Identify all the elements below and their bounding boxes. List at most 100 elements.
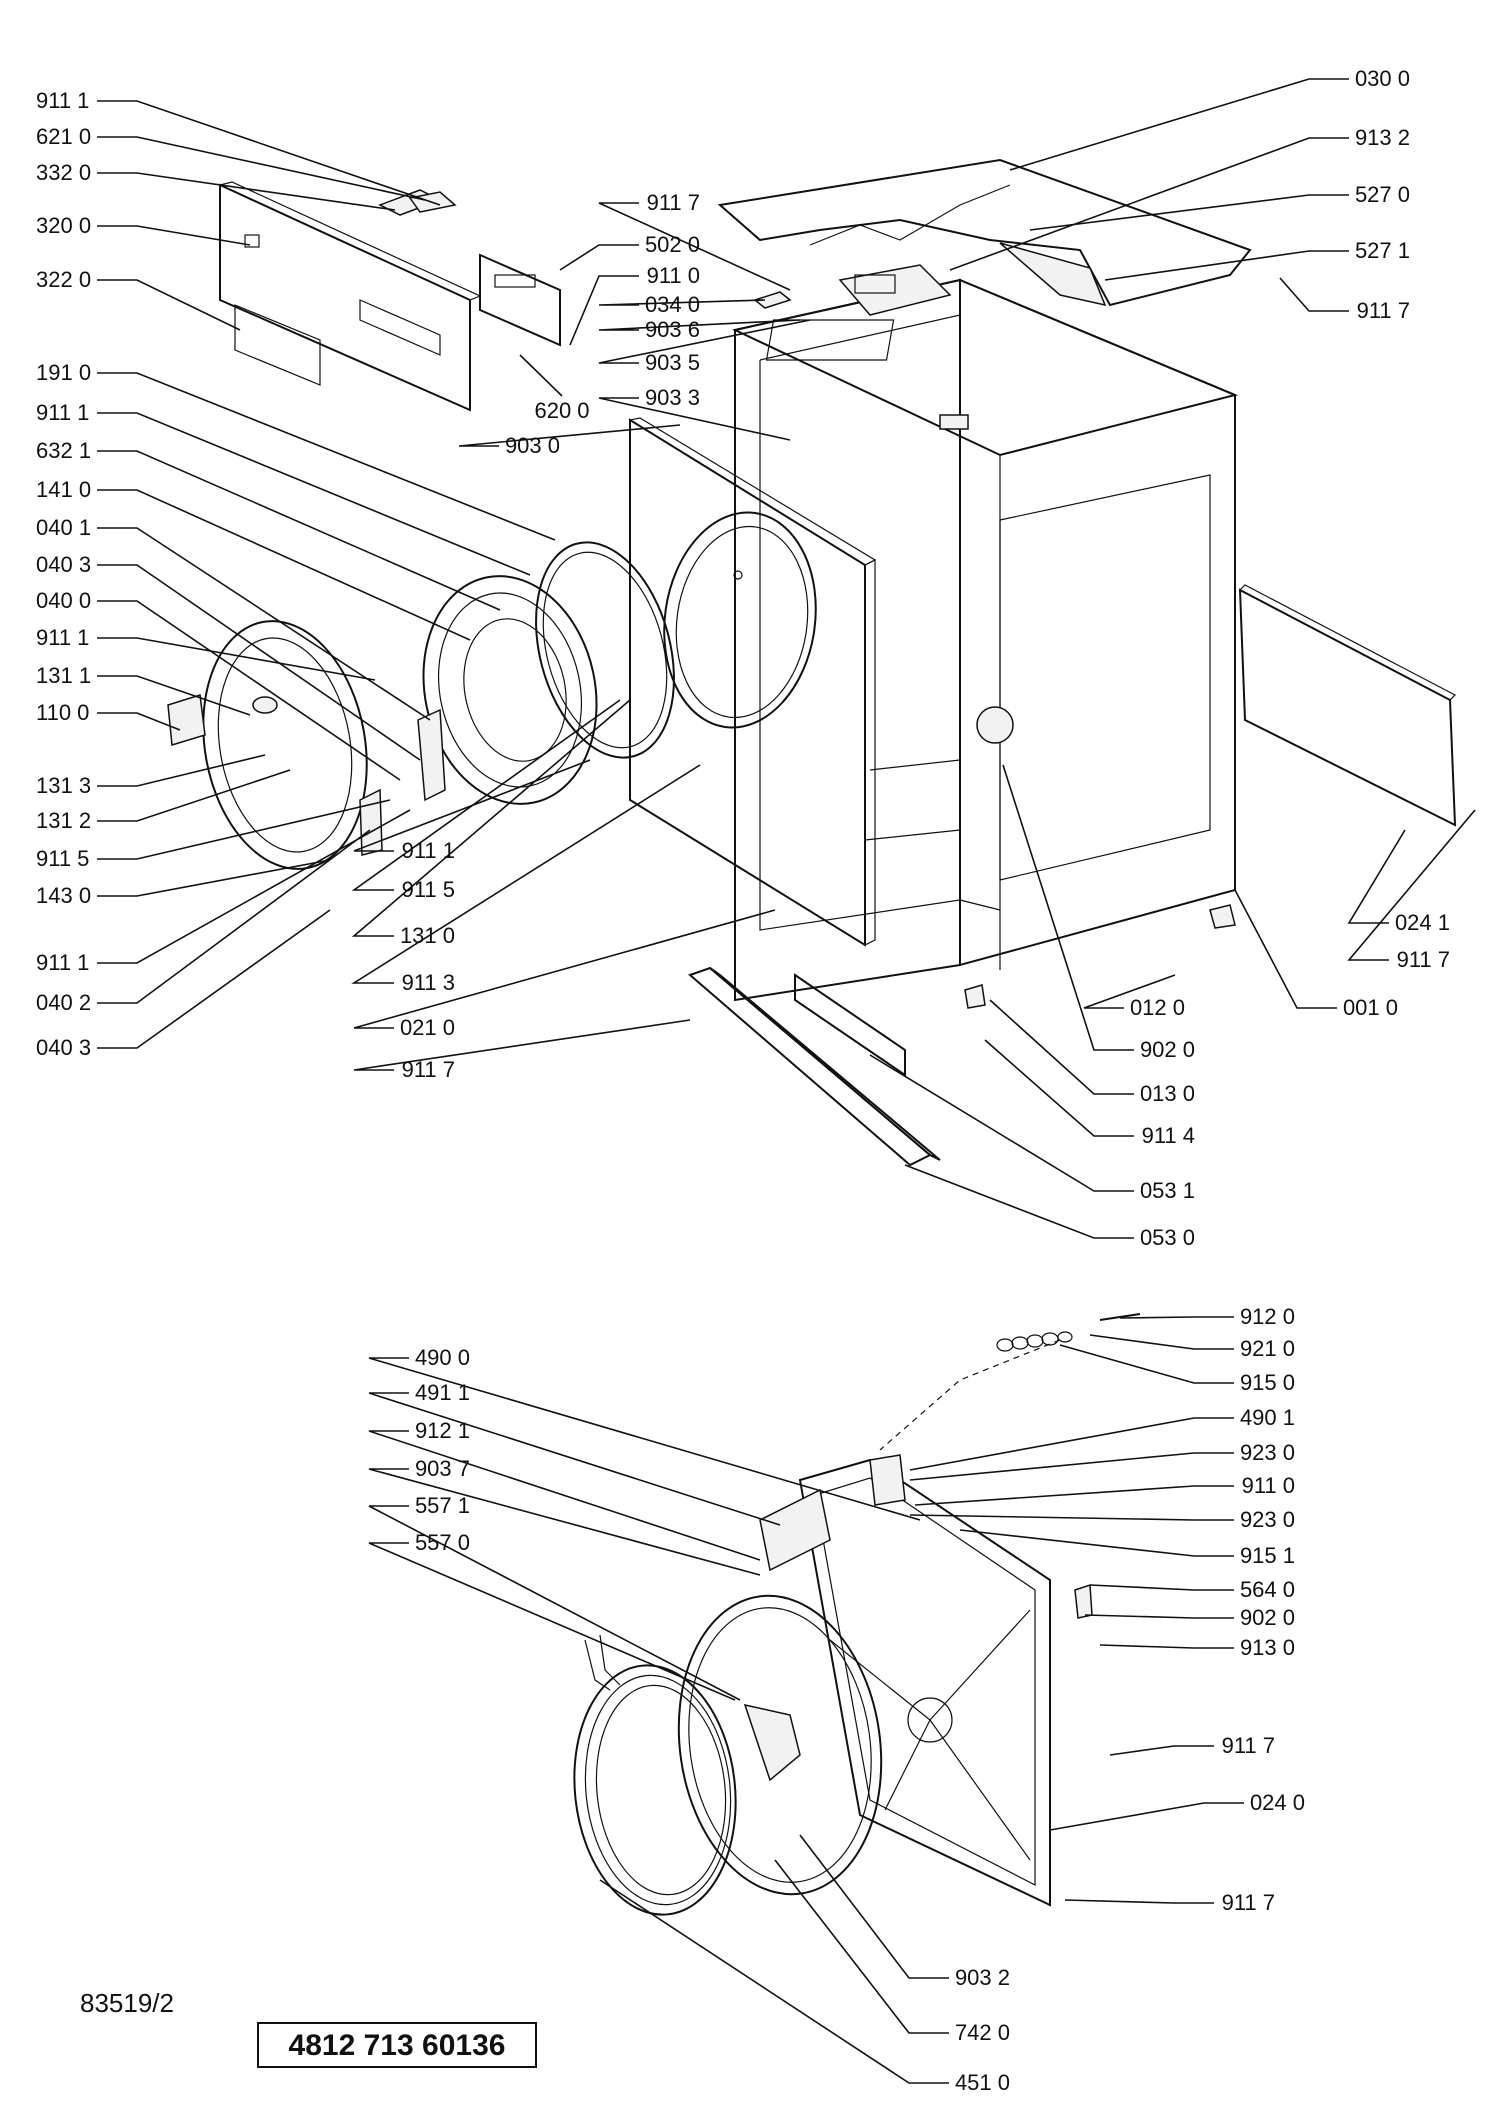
top-label-43: 911 7 — [1397, 947, 1450, 972]
bottom-leader-4 — [368, 1505, 741, 1701]
top-label-22: 911 1 — [402, 838, 455, 863]
top-label-49: 053 1 — [1140, 1178, 1195, 1203]
top-label-20: 040 2 — [36, 990, 91, 1015]
top-label-28: 911 7 — [647, 190, 700, 215]
top-label-50: 053 0 — [1140, 1225, 1195, 1250]
rear-bulkhead — [798, 1458, 1051, 1907]
bottom-label-14: 564 0 — [1240, 1577, 1295, 1602]
top-label-41: 911 7 — [1357, 298, 1410, 323]
door-handle — [167, 694, 278, 746]
top-label-23: 911 5 — [402, 877, 455, 902]
bottom-label-8: 915 0 — [1240, 1370, 1295, 1395]
duct-bracket — [759, 1454, 906, 1572]
bottom-leader-18 — [1049, 1802, 1244, 1831]
bottom-label-9: 490 1 — [1240, 1405, 1295, 1430]
top-label-4: 322 0 — [36, 267, 91, 292]
top-leader-13 — [97, 675, 251, 716]
top-leader-8 — [97, 489, 471, 641]
top-label-5: 191 0 — [36, 360, 91, 385]
top-leader-44 — [1234, 889, 1337, 1009]
top-leader-28 — [598, 202, 791, 291]
top-leader-36 — [458, 424, 681, 447]
top-label-3: 320 0 — [36, 213, 91, 238]
control-board — [753, 264, 952, 316]
top-label-48: 911 4 — [1142, 1123, 1195, 1148]
top-label-27: 911 7 — [402, 1057, 455, 1082]
top-label-19: 911 1 — [36, 950, 89, 975]
bottom-label-20: 903 2 — [955, 1965, 1010, 1990]
top-leader-14 — [97, 712, 181, 731]
bottom-label-18: 024 0 — [1250, 1790, 1305, 1815]
top-lid — [717, 158, 1252, 307]
top-leader-0 — [97, 100, 441, 206]
rear-vent-panel — [1238, 584, 1457, 827]
bottom-label-13: 915 1 — [1240, 1543, 1295, 1568]
bottom-label-5: 557 0 — [415, 1530, 470, 1555]
top-leader-26 — [353, 909, 776, 1029]
bottom-label-0: 490 0 — [415, 1345, 470, 1370]
top-leader-40 — [1104, 250, 1349, 281]
bottom-leader-12 — [909, 1514, 1234, 1521]
bottom-leader-22 — [599, 1879, 949, 2084]
top-label-0: 911 1 — [36, 88, 89, 113]
bottom-label-17: 911 7 — [1222, 1733, 1275, 1758]
top-leader-33 — [598, 319, 811, 364]
door-seal-ring — [535, 541, 675, 759]
top-leader-11 — [97, 600, 401, 781]
top-leader-6 — [97, 412, 531, 576]
top-label-26: 021 0 — [400, 1015, 455, 1040]
bottom-label-21: 742 0 — [955, 2020, 1010, 2045]
top-leader-38 — [949, 137, 1349, 271]
top-label-17: 911 5 — [36, 846, 89, 871]
top-label-40: 527 1 — [1355, 238, 1410, 263]
top-label-33: 903 5 — [645, 350, 700, 375]
top-leader-21 — [97, 909, 331, 1049]
bottom-leader-11 — [914, 1485, 1234, 1506]
part-number: 4812 713 60136 — [289, 2029, 506, 2062]
bottom-leader-10 — [909, 1452, 1234, 1481]
bottom-label-22: 451 0 — [955, 2070, 1010, 2095]
bottom-leader-3 — [368, 1468, 761, 1576]
bottom-leader-15 — [1084, 1614, 1234, 1619]
top-leader-25 — [351, 764, 701, 984]
top-label-47: 013 0 — [1140, 1081, 1195, 1106]
top-label-46: 902 0 — [1140, 1037, 1195, 1062]
bottom-leader-7 — [1089, 1334, 1234, 1350]
front-panel — [628, 417, 877, 947]
filter-grille — [794, 973, 906, 1077]
hinge-bracket — [1074, 1583, 1093, 1619]
bottom-leader-8 — [1059, 1344, 1234, 1384]
top-label-37: 030 0 — [1355, 66, 1410, 91]
top-label-42: 024 1 — [1395, 910, 1450, 935]
top-label-44: 001 0 — [1343, 995, 1398, 1020]
bottom-leader-2 — [368, 1430, 761, 1561]
bottom-leader-0 — [368, 1357, 921, 1521]
bottom-leader-13 — [959, 1529, 1234, 1557]
bottom-label-10: 923 0 — [1240, 1440, 1295, 1465]
top-label-14: 110 0 — [36, 700, 89, 725]
top-label-31: 034 0 — [645, 292, 700, 317]
drawing-reference: 83519/2 — [80, 1988, 174, 2018]
control-pcb — [479, 253, 561, 347]
top-label-38: 913 2 — [1355, 125, 1410, 150]
bottom-leader-19 — [1064, 1899, 1214, 1904]
top-label-2: 332 0 — [36, 160, 91, 185]
top-leader-7 — [97, 450, 501, 611]
top-label-12: 911 1 — [36, 625, 89, 650]
bottom-leader-14 — [1089, 1584, 1234, 1591]
top-label-30: 911 0 — [647, 263, 700, 288]
heating-element — [573, 1634, 737, 1916]
top-label-25: 911 3 — [402, 970, 455, 995]
top-label-45: 012 0 — [1130, 995, 1185, 1020]
top-leader-31 — [598, 299, 766, 306]
top-leader-27 — [353, 1019, 691, 1071]
bottom-label-11: 911 0 — [1242, 1473, 1295, 1498]
bottom-leader-1 — [368, 1392, 781, 1526]
top-leader-4 — [97, 279, 241, 331]
top-leader-19 — [97, 809, 411, 964]
top-label-34: 903 3 — [645, 385, 700, 410]
bottom-label-7: 921 0 — [1240, 1336, 1295, 1361]
